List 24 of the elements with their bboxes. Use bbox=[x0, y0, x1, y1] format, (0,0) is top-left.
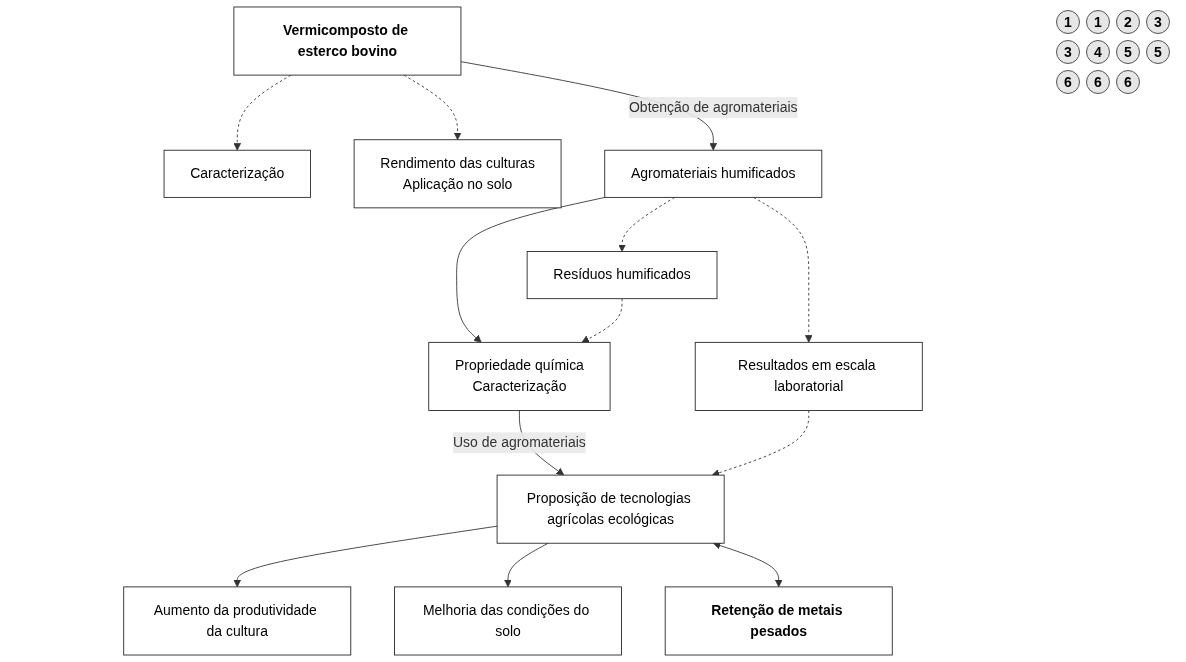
step-number: 6 bbox=[1086, 70, 1110, 94]
node-box: Resultados em escala laboratorial bbox=[694, 341, 923, 411]
node-box: Proposição de tecnologias agrícolas ecológicas bbox=[496, 474, 725, 544]
step-number: 1 bbox=[1056, 10, 1080, 34]
node-box: Melhoria das condições do solo bbox=[394, 586, 622, 656]
node-box: Vermicomposto de esterco bovino bbox=[233, 6, 462, 76]
step-number: 3 bbox=[1056, 40, 1080, 64]
node-box: Agromateriais humificados bbox=[604, 149, 823, 198]
node-box: Caracterização bbox=[163, 149, 311, 198]
step-number: 5 bbox=[1116, 40, 1140, 64]
edge-label: Obtenção de agromateriais bbox=[628, 99, 798, 115]
step-number: 3 bbox=[1146, 10, 1170, 34]
node-box: Aumento da produtividade da cultura bbox=[123, 586, 352, 656]
step-number: 6 bbox=[1056, 70, 1080, 94]
node-box: Resíduos humificados bbox=[526, 251, 718, 300]
node-box: Rendimento das culturas Aplicação no solo bbox=[353, 139, 562, 209]
step-number: 1 bbox=[1086, 10, 1110, 34]
step-number: 5 bbox=[1146, 40, 1170, 64]
step-number: 4 bbox=[1086, 40, 1110, 64]
node-box: Propriedade química Caracterização bbox=[428, 341, 611, 411]
edge-label: Uso de agromateriais bbox=[453, 434, 586, 450]
step-number: 2 bbox=[1116, 10, 1140, 34]
step-number: 6 bbox=[1116, 70, 1140, 94]
node-box: Retenção de metais pesados bbox=[664, 586, 893, 656]
